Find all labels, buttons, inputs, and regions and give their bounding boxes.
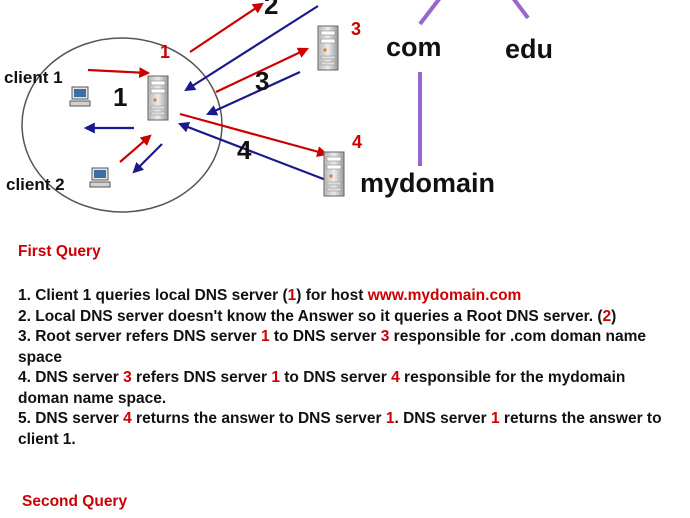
highlighted-text: www.mydomain.com [367, 287, 522, 304]
arrow-client1-query [87, 67, 151, 79]
highlighted-text: 1 [287, 287, 297, 304]
step-text: responsible for the mydomain doman name … [18, 369, 626, 407]
arrow-client2-query [119, 134, 152, 163]
step-text: 3. Root server refers DNS server [18, 328, 261, 345]
client2-label: client 2 [6, 175, 65, 194]
com-dns-server-icon [317, 25, 339, 71]
step-text: 1. Client 1 queries local DNS server ( [18, 287, 288, 304]
arrow-reply-root [184, 5, 319, 92]
highlighted-text: 1 [271, 369, 280, 386]
client1-computer-icon [69, 86, 91, 107]
tree-edge-com [418, 0, 441, 26]
arrow-client2-answer [132, 143, 163, 174]
local-server-number-label: 1 [160, 42, 170, 62]
arrow-query-mydomain [179, 112, 329, 157]
dns-diagram: com edu mydomain client 1 client 2 1 3 4… [4, 0, 553, 213]
query-step-3: 3. Root server refers DNS server 1 to DN… [18, 327, 678, 368]
second-query-heading: Second Query [22, 493, 128, 510]
tree-node-com: com [386, 32, 442, 62]
highlighted-text: 4 [123, 410, 132, 427]
arrow-query-root [189, 2, 264, 53]
first-query-heading: First Query [18, 243, 101, 260]
step-text: to DNS server [269, 328, 381, 345]
highlighted-text: 2 [602, 307, 612, 325]
tree-edge-edu [512, 0, 530, 20]
highlighted-text: 1 [260, 328, 270, 345]
tree-node-mydomain: mydomain [360, 168, 495, 198]
client2-computer-icon [89, 167, 111, 188]
step-text: 2. Local DNS server doesn't know the Ans… [18, 307, 603, 325]
highlighted-text: 1 [491, 410, 500, 427]
highlighted-text: 4 [391, 369, 400, 386]
query-step-5: 5. DNS server 4 returns the answer to DN… [18, 409, 678, 450]
step-text: ) [611, 307, 617, 325]
highlighted-text: 3 [380, 328, 390, 345]
step-number-2: 2 [264, 0, 278, 20]
highlighted-text: 3 [123, 369, 132, 386]
highlighted-text: 1 [385, 410, 395, 427]
step-text: returns the answer to client 1. [18, 410, 662, 448]
step-text: 5. DNS server [18, 410, 124, 427]
step-text: ) for host [296, 287, 368, 304]
query-step-2: 2. Local DNS server doesn't know the Ans… [18, 307, 678, 328]
arrow-reply-com [205, 70, 301, 116]
step-number-4: 4 [237, 135, 252, 165]
query-step-1: 1. Client 1 queries local DNS server (1)… [18, 286, 678, 307]
step-text: returns the answer to DNS server [131, 410, 386, 427]
step-text: responsible for .com doman name space [18, 328, 647, 366]
local-dns-server-icon [147, 75, 169, 121]
arrow-query-com [215, 47, 309, 93]
mydomain-server-number-label: 4 [352, 132, 362, 152]
step-text: to DNS server [279, 369, 392, 386]
step-text: 4. DNS server [18, 369, 124, 386]
tree-node-edu: edu [505, 34, 553, 64]
first-query-steps: 1. Client 1 queries local DNS server (1)… [18, 286, 678, 450]
arrow-reply-mydomain [177, 122, 327, 182]
step-number-3: 3 [255, 66, 269, 96]
client1-label: client 1 [4, 68, 63, 87]
step-text: . DNS server [394, 410, 491, 427]
step-text: refers DNS server [131, 369, 272, 386]
step-number-1: 1 [113, 82, 127, 112]
com-server-number-label: 3 [351, 19, 361, 39]
mydomain-dns-server-icon [323, 151, 345, 197]
query-step-4: 4. DNS server 3 refers DNS server 1 to D… [18, 368, 678, 409]
